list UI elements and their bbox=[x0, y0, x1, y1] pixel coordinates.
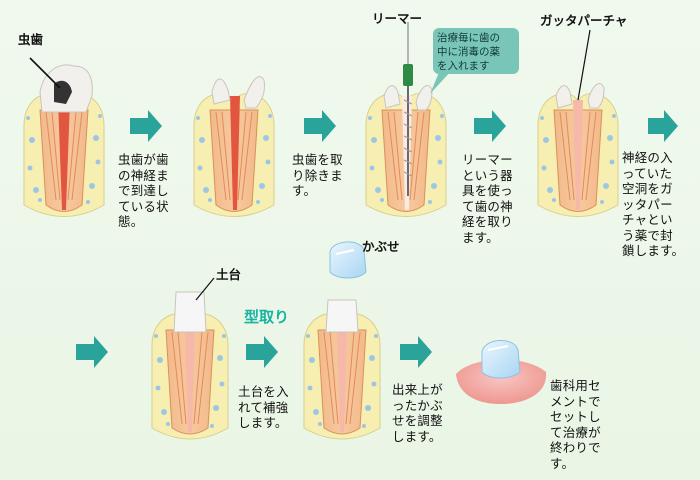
label-impression: 型取り bbox=[244, 308, 290, 326]
tooth-step-2 bbox=[193, 76, 275, 217]
step-1-text: 虫歯が歯 の神経ま で到達し ている状 態。 bbox=[118, 152, 169, 229]
arrow-1 bbox=[130, 110, 162, 142]
step-2-text: 虫歯を取 り除きま す。 bbox=[292, 152, 343, 198]
step-3-text: リーマー という器 具を使っ て歯の神 経を取り ます。 bbox=[462, 152, 513, 245]
tooth-step-7 bbox=[456, 340, 547, 404]
tooth-step-6 bbox=[303, 241, 381, 440]
arrow-2 bbox=[304, 110, 336, 142]
label-decay: 虫歯 bbox=[18, 32, 44, 47]
arrow-5 bbox=[76, 336, 108, 368]
arrow-4 bbox=[648, 110, 678, 142]
arrows bbox=[76, 110, 678, 368]
step-4-text: 神経の入 っていた 空洞をガ ッタパー チャとい う薬で封 鎖します。 bbox=[622, 150, 685, 258]
label-crown: かぶせ bbox=[362, 239, 400, 254]
label-reamer: リーマー bbox=[372, 11, 423, 26]
tooth-step-1 bbox=[23, 57, 105, 217]
step-7-text: 歯科用セ メントで セットし て治療が 終わりで す。 bbox=[550, 378, 601, 471]
arrow-3 bbox=[474, 110, 506, 142]
tooth-step-5 bbox=[151, 277, 229, 440]
tooth-step-4 bbox=[537, 29, 619, 217]
step-6-text: 出来上が ったかぶ せを調整 します。 bbox=[392, 382, 443, 444]
label-core: 土台 bbox=[216, 267, 242, 282]
tooth-step-3 bbox=[365, 22, 452, 217]
arrow-6 bbox=[246, 336, 278, 368]
label-gutta-percha: ガッタパーチャ bbox=[540, 13, 628, 28]
disinfectant-callout: 治療毎に歯の 中に消毒の薬 を入れます bbox=[433, 28, 519, 74]
step-5-text: 土台を入 れて補強 します。 bbox=[238, 384, 289, 430]
arrow-7 bbox=[400, 336, 432, 368]
